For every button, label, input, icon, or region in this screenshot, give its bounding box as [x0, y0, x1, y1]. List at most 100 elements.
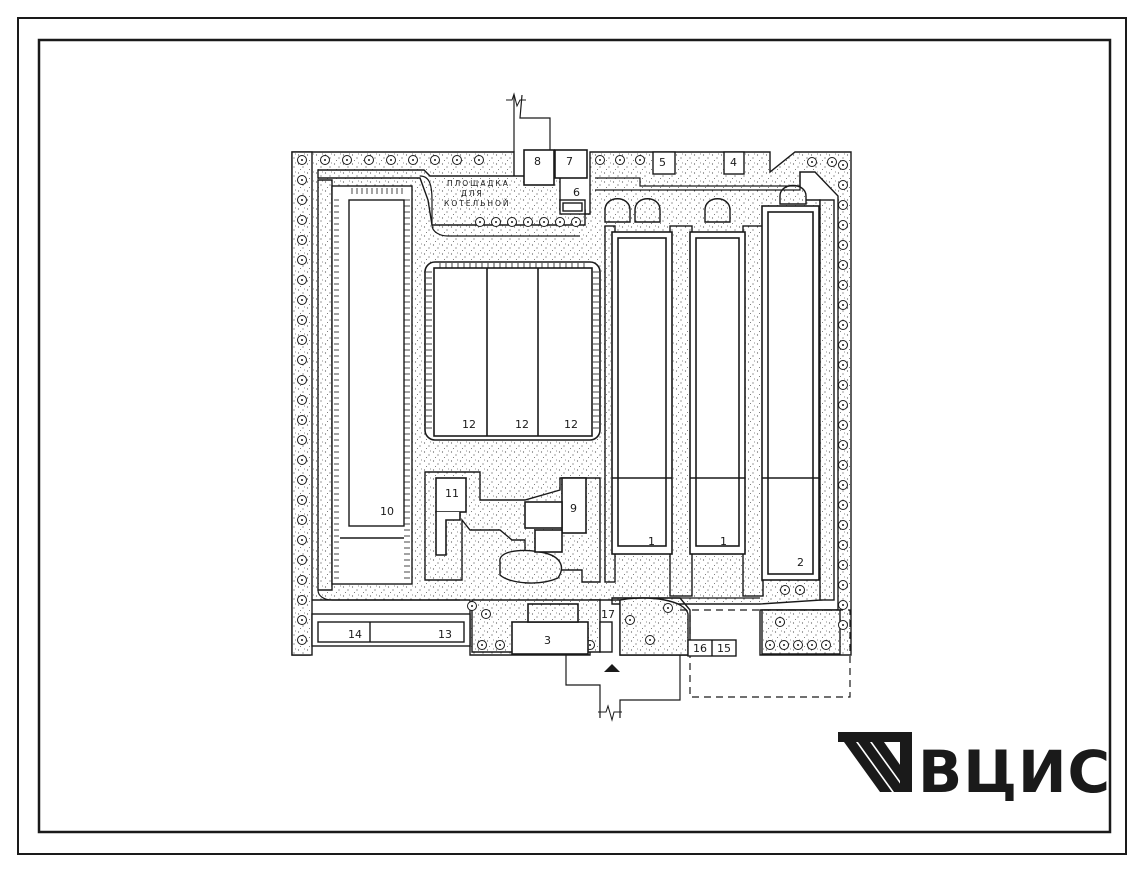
tree-center-icon [783, 644, 785, 646]
building-15-16 [687, 639, 737, 657]
building-8 [523, 149, 555, 186]
tree-center-icon [301, 339, 303, 341]
outer-frame [17, 17, 1127, 855]
label-12a: 12 [462, 418, 476, 431]
building-6 [559, 199, 586, 215]
label-9: 9 [570, 502, 577, 515]
tree-center-icon [842, 524, 844, 526]
tree-center-icon [301, 299, 303, 301]
tree-center-icon [434, 159, 436, 161]
label-6: 6 [573, 186, 580, 199]
tree-center-icon [842, 544, 844, 546]
building-1-right [689, 231, 746, 555]
tree-center-icon [842, 504, 844, 506]
tree-center-icon [301, 479, 303, 481]
road-network [317, 172, 851, 698]
label-17: 17 [601, 608, 615, 621]
tree-center-icon [543, 221, 545, 223]
tree-center-icon [649, 639, 651, 641]
building-10 [331, 185, 413, 585]
label-12c: 12 [564, 418, 578, 431]
tree-center-icon [842, 284, 844, 286]
tree-center-icon [301, 179, 303, 181]
tree-center-icon [479, 221, 481, 223]
tree-center-icon [667, 607, 669, 609]
building-1-left [611, 231, 673, 555]
tree-center-icon [301, 519, 303, 521]
tree-center-icon [842, 244, 844, 246]
building-2 [761, 205, 820, 581]
inner-frame [37, 38, 1112, 834]
tree-center-icon [599, 159, 601, 161]
building-17 [599, 621, 613, 653]
label-16: 16 [693, 642, 707, 655]
tree-center-icon [784, 589, 786, 591]
tree-center-icon [842, 464, 844, 466]
perimeter-trees [297, 155, 848, 650]
tree-center-icon [368, 159, 370, 161]
building-13-14 [311, 613, 471, 647]
label-3: 3 [544, 634, 551, 647]
tree-center-icon [301, 199, 303, 201]
tree-center-icon [842, 444, 844, 446]
tree-center-icon [301, 499, 303, 501]
tree-center-icon [842, 364, 844, 366]
tree-center-icon [301, 279, 303, 281]
tree-center-icon [842, 204, 844, 206]
tree-center-icon [301, 159, 303, 161]
tree-center-icon [769, 644, 771, 646]
tree-center-icon [301, 419, 303, 421]
site-caption: ПЛОЩАДКА ДЛЯ КОТЕЛЬНОЙ [444, 179, 511, 208]
label-4: 4 [730, 156, 737, 169]
label-13: 13 [438, 628, 452, 641]
tree-center-icon [842, 604, 844, 606]
tree-center-icon [485, 613, 487, 615]
tree-center-icon [842, 224, 844, 226]
tree-center-icon [301, 379, 303, 381]
building-12-block [424, 261, 601, 441]
tree-center-icon [412, 159, 414, 161]
tree-center-icon [481, 644, 483, 646]
label-1b: 1 [720, 535, 727, 548]
tree-center-icon [619, 159, 621, 161]
tree-center-icon [301, 399, 303, 401]
tree-center-icon [301, 239, 303, 241]
label-15: 15 [717, 642, 731, 655]
vtsis-logo: ВЦИС [838, 732, 1110, 806]
tree-center-icon [456, 159, 458, 161]
tree-center-icon [842, 564, 844, 566]
logo-emblem-icon [838, 732, 912, 792]
label-1a: 1 [648, 535, 655, 548]
label-2: 2 [797, 556, 804, 569]
tree-center-icon [301, 459, 303, 461]
tree-center-icon [842, 484, 844, 486]
tree-center-icon [842, 384, 844, 386]
entrance-road [565, 655, 681, 718]
tree-center-icon [527, 221, 529, 223]
tree-center-icon [575, 221, 577, 223]
tree-center-icon [842, 304, 844, 306]
tree-center-icon [629, 619, 631, 621]
tree-center-icon [301, 359, 303, 361]
tree-center-icon [499, 644, 501, 646]
boiler-access-line [513, 94, 551, 152]
tree-center-icon [301, 619, 303, 621]
tree-center-icon [301, 219, 303, 221]
tree-center-icon [301, 319, 303, 321]
building-11 [435, 477, 467, 556]
building-5 [652, 151, 676, 175]
label-7: 7 [566, 155, 573, 168]
label-12b: 12 [515, 418, 529, 431]
tree-center-icon [301, 539, 303, 541]
svg-text:КОТЕЛЬНОЙ: КОТЕЛЬНОЙ [444, 199, 511, 208]
tree-center-icon [324, 159, 326, 161]
label-11: 11 [445, 487, 459, 500]
building-10-hatch [334, 188, 410, 579]
tree-center-icon [811, 161, 813, 163]
label-5: 5 [659, 156, 666, 169]
label-8: 8 [534, 155, 541, 168]
entrance-break-mark [598, 704, 622, 722]
tree-center-icon [842, 344, 844, 346]
tree-center-icon [589, 644, 591, 646]
